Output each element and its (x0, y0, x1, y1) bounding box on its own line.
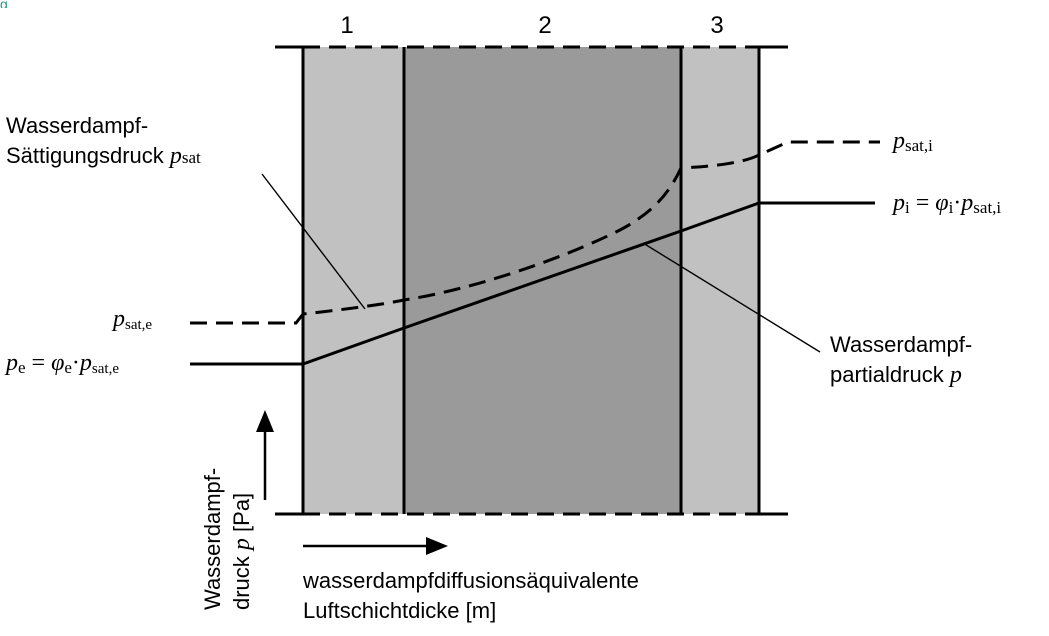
partial-pressure-label-line1: Wasserdampf- (830, 332, 972, 357)
y-axis-arrowhead (256, 410, 274, 432)
layer-3-fill (681, 47, 759, 514)
layer-number-3: 3 (710, 12, 723, 39)
sat-pressure-label-line2: Sättigungsdruck psat (6, 143, 201, 169)
cropped-caption: g (0, 0, 8, 8)
partial-pressure-line (190, 201, 875, 366)
layer-number-2: 2 (538, 12, 551, 39)
sat-pressure-label-line1: Wasserdampf- (6, 113, 148, 138)
saturation-pressure-curve (190, 140, 880, 325)
psat-e-label: psat,e (111, 306, 152, 333)
x-axis-label-line2: Luftschichtdicke [m] (303, 598, 496, 623)
p-i-equation-label: pi = φi·psat,i (891, 190, 1001, 217)
y-axis-label-line1: Wasserdampf- (200, 468, 225, 610)
x-axis-label-line1: wasserdampfdiffusionsäquivalente (302, 568, 639, 593)
psat-i-label: psat,i (891, 128, 933, 155)
y-axis-label-line2: druck p [Pa] (229, 493, 255, 610)
x-axis-arrowhead (426, 537, 448, 555)
leader-partial-pressure (642, 242, 821, 353)
leader-sat-pressure (261, 173, 366, 310)
partial-pressure-label-line2: partialdruck p (830, 362, 962, 388)
layer-number-1: 1 (340, 12, 353, 39)
layer-1-fill (303, 47, 404, 514)
p-e-equation-label: pe = φe·psat,e (4, 350, 119, 377)
